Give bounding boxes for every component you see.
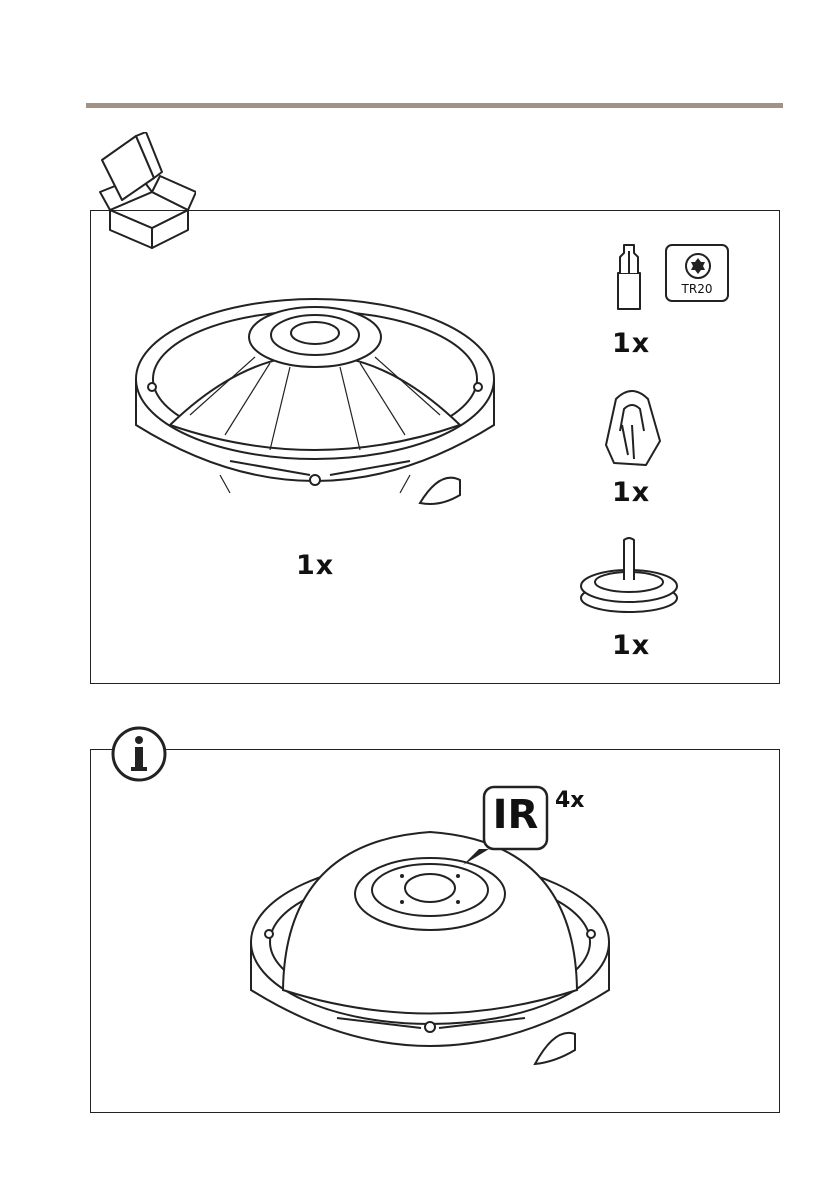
- clip-quantity: 1x: [612, 477, 650, 508]
- camera-illustration: [130, 275, 500, 525]
- ir-label: IR: [484, 792, 547, 838]
- plug-icon: [578, 536, 680, 616]
- torx-bit-icon: [614, 243, 644, 313]
- plug-quantity: 1x: [612, 630, 650, 661]
- torx-head-icon: [684, 252, 712, 280]
- ir-quantity: 4x: [555, 788, 585, 813]
- tr20-badge: TR20: [665, 244, 729, 302]
- cable-clip-icon: [602, 385, 664, 471]
- info-icon: [110, 725, 168, 783]
- camera-quantity: 1x: [296, 550, 334, 581]
- header-rule: [86, 103, 783, 108]
- bit-quantity: 1x: [612, 328, 650, 359]
- camera-ir-illustration: [245, 822, 615, 1082]
- bit-type-label: TR20: [667, 282, 727, 296]
